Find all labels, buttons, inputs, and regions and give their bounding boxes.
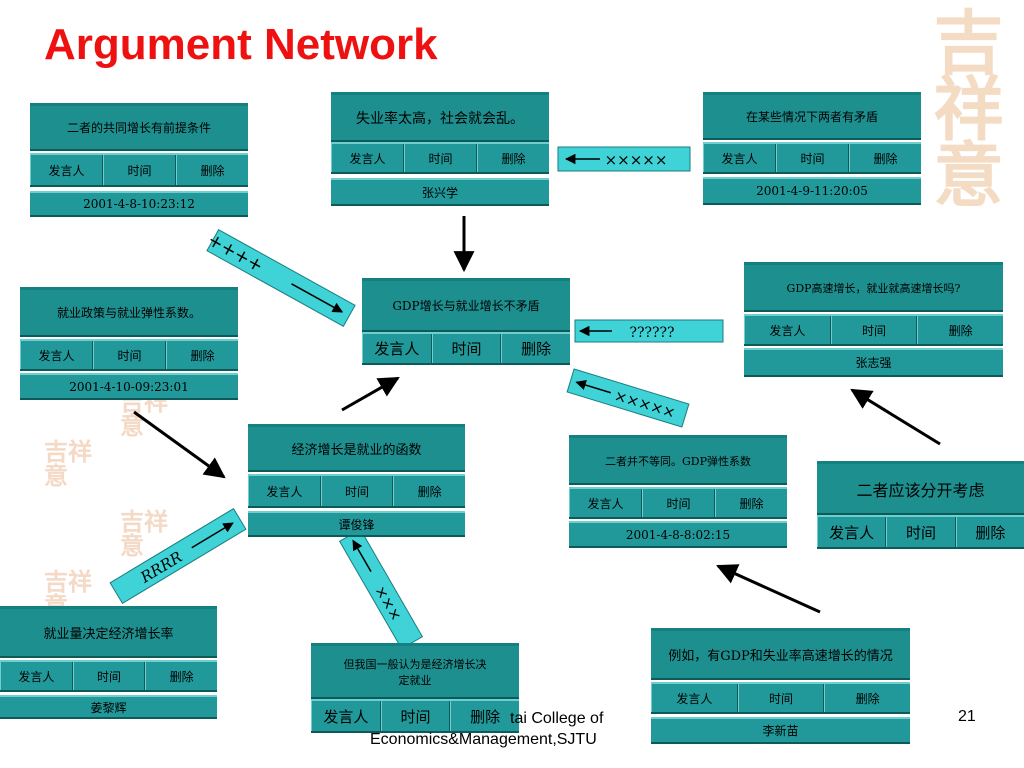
time-button[interactable]: 时间: [72, 662, 146, 690]
time-button[interactable]: 时间: [737, 684, 825, 712]
argument-node[interactable]: GDP高速增长，就业就高速增长吗? 发言人 时间 删除 张志强: [744, 262, 1003, 377]
delete-button[interactable]: 删除: [715, 489, 787, 517]
edge-arrow: [133, 410, 226, 479]
edge-arrow: [341, 376, 400, 412]
time-button[interactable]: 时间: [103, 155, 176, 185]
node-author: 李新苗: [651, 717, 910, 744]
edge-arrow: [716, 564, 821, 614]
time-button[interactable]: 时间: [886, 517, 956, 547]
page-title: Argument Network: [44, 20, 438, 69]
page-number: 21: [958, 708, 976, 725]
time-button[interactable]: 时间: [404, 144, 477, 172]
node-statement: 在某些情况下两者有矛盾: [703, 92, 921, 140]
delete-button[interactable]: 删除: [393, 476, 465, 506]
delete-button[interactable]: 删除: [849, 144, 921, 172]
node-author: 姜黎辉: [0, 695, 217, 719]
edge-arrow: [850, 388, 941, 446]
node-statement: 二者并不等同。GDP弹性系数: [569, 435, 787, 485]
node-timestamp: 2001-4-9-11:20:05: [703, 177, 921, 205]
node-statement: 就业政策与就业弹性系数。: [20, 287, 238, 337]
node-statement: 但我国一般认为是经济增长决定就业: [311, 643, 519, 699]
argument-node[interactable]: GDP增长与就业增长不矛盾 发言人 时间 删除: [362, 278, 570, 365]
time-button[interactable]: 时间: [776, 144, 849, 172]
delete-button[interactable]: 删除: [176, 155, 248, 185]
speaker-button[interactable]: 发言人: [362, 334, 432, 363]
delete-button[interactable]: 删除: [477, 144, 549, 172]
node-statement: 就业量决定经济增长率: [0, 606, 217, 658]
footer-institution: tai College of Economics&Management,SJTU: [370, 708, 603, 750]
argument-node[interactable]: 就业量决定经济增长率 发言人 时间 删除 姜黎辉: [0, 606, 217, 719]
node-statement: 经济增长是就业的函数: [248, 424, 465, 472]
edge-oppose-label: ×××××: [557, 146, 691, 172]
delete-button[interactable]: 删除: [955, 517, 1024, 547]
node-author: 张兴学: [331, 178, 549, 206]
node-statement: GDP高速增长，就业就高速增长吗?: [744, 262, 1003, 312]
node-statement: 失业率太高，社会就会乱。: [331, 92, 549, 142]
speaker-button[interactable]: 发言人: [0, 662, 73, 690]
speaker-button[interactable]: 发言人: [248, 476, 321, 506]
footer-line: Economics&Management,SJTU: [370, 731, 597, 748]
argument-node[interactable]: 二者应该分开考虑 发言人 时间 删除: [817, 461, 1024, 549]
speaker-button[interactable]: 发言人: [817, 517, 887, 547]
speaker-button[interactable]: 发言人: [569, 489, 642, 517]
edge-label-text: ??????: [629, 325, 674, 341]
argument-node[interactable]: 就业政策与就业弹性系数。 发言人 时间 删除 2001-4-10-09:23:0…: [20, 287, 238, 400]
argument-node[interactable]: 二者的共同增长有前提条件 发言人 时间 删除 2001-4-8-10:23:12: [30, 103, 248, 217]
argument-node[interactable]: 失业率太高，社会就会乱。 发言人 时间 删除 张兴学: [331, 92, 549, 206]
time-button[interactable]: 时间: [93, 341, 166, 369]
node-statement: 二者的共同增长有前提条件: [30, 103, 248, 151]
edge-oppose-label: ×××: [338, 528, 424, 650]
node-statement: 二者应该分开考虑: [817, 461, 1024, 515]
node-statement: GDP增长与就业增长不矛盾: [362, 278, 570, 332]
edge-oppose-label: ×××××: [566, 368, 690, 428]
node-author: 张志强: [744, 348, 1003, 377]
footer-line: tai College of: [510, 710, 604, 727]
time-button[interactable]: 时间: [380, 701, 451, 731]
delete-button[interactable]: 删除: [450, 701, 519, 731]
speaker-button[interactable]: 发言人: [651, 684, 738, 712]
speaker-button[interactable]: 发言人: [20, 341, 93, 369]
node-timestamp: 2001-4-8-10:23:12: [30, 191, 248, 217]
argument-node[interactable]: 经济增长是就业的函数 发言人 时间 删除 谭俊锋: [248, 424, 465, 537]
delete-button[interactable]: 删除: [917, 316, 1003, 344]
edge-label-text: ×××××: [605, 151, 668, 169]
node-author: 谭俊锋: [248, 511, 465, 537]
speaker-button[interactable]: 发言人: [331, 144, 404, 172]
edge-question-label: ??????: [574, 319, 724, 343]
speaker-button[interactable]: 发言人: [311, 701, 381, 731]
speaker-button[interactable]: 发言人: [703, 144, 776, 172]
delete-button[interactable]: 删除: [824, 684, 910, 712]
node-timestamp: 2001-4-8-8:02:15: [569, 521, 787, 548]
time-button[interactable]: 时间: [642, 489, 715, 517]
node-timestamp: 2001-4-10-09:23:01: [20, 373, 238, 400]
delete-button[interactable]: 删除: [166, 341, 238, 369]
argument-node[interactable]: 在某些情况下两者有矛盾 发言人 时间 删除 2001-4-9-11:20:05: [703, 92, 921, 205]
argument-node[interactable]: 但我国一般认为是经济增长决定就业 发言人 时间 删除: [311, 643, 519, 733]
speaker-button[interactable]: 发言人: [744, 316, 831, 344]
node-statement: 例如，有GDP和失业率高速增长的情况: [651, 628, 910, 680]
delete-button[interactable]: 删除: [145, 662, 217, 690]
delete-button[interactable]: 删除: [501, 334, 570, 363]
time-button[interactable]: 时间: [431, 334, 502, 363]
time-button[interactable]: 时间: [320, 476, 394, 506]
edge-rrrr-label: RRRR: [109, 507, 247, 605]
argument-node[interactable]: 例如，有GDP和失业率高速增长的情况 发言人 时间 删除 李新苗: [651, 628, 910, 744]
time-button[interactable]: 时间: [830, 316, 918, 344]
argument-node[interactable]: 二者并不等同。GDP弹性系数 发言人 时间 删除 2001-4-8-8:02:1…: [569, 435, 787, 548]
speaker-button[interactable]: 发言人: [30, 155, 103, 185]
